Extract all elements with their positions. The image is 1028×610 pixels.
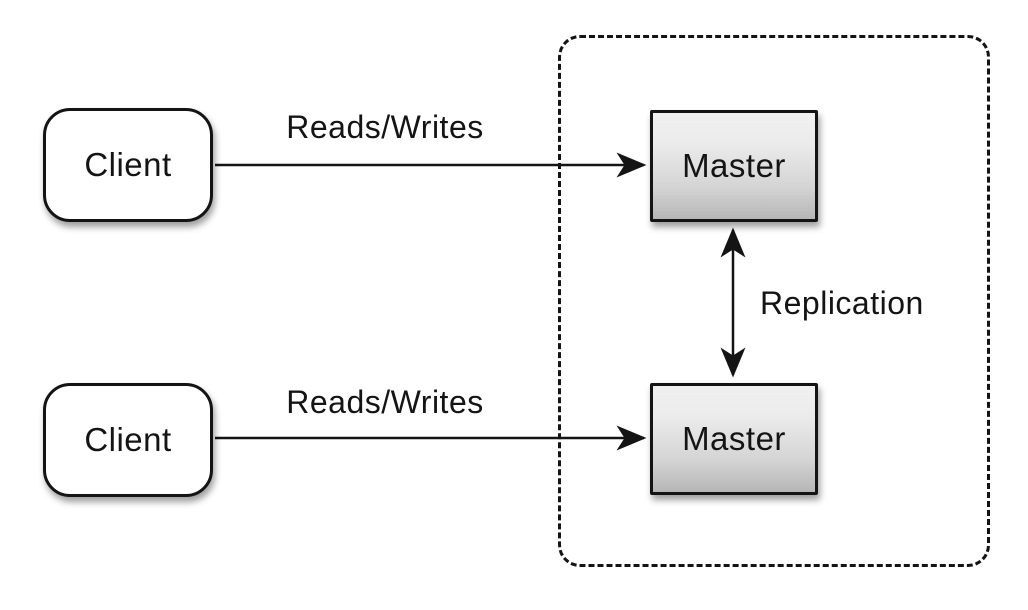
- edge-label-reads-writes-top: Reads/Writes: [286, 109, 484, 145]
- node-master-2-label: Master: [682, 420, 786, 457]
- node-client-2-label: Client: [84, 421, 172, 458]
- master-cluster-boundary: [558, 35, 990, 567]
- node-client-1: Client: [43, 108, 213, 222]
- node-client-2: Client: [43, 383, 213, 497]
- node-master-2: Master: [650, 383, 818, 495]
- node-master-1: Master: [650, 110, 818, 222]
- edge-label-reads-writes-bottom: Reads/Writes: [286, 384, 484, 420]
- node-client-1-label: Client: [84, 146, 172, 183]
- edge-label-replication: Replication: [760, 285, 924, 321]
- node-master-1-label: Master: [682, 147, 786, 184]
